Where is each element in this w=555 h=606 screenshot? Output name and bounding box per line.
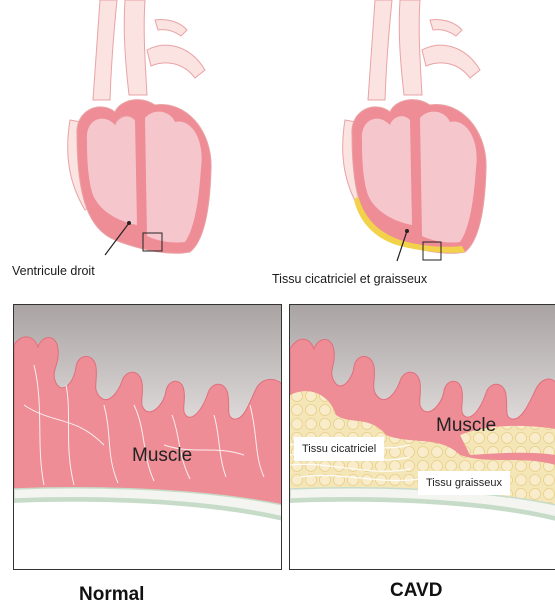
- ventricle-pointer: [95, 215, 175, 265]
- fat-tissue-label: Tissu graisseux: [418, 471, 510, 495]
- scar-pointer: [385, 225, 465, 275]
- normal-title: Normal: [79, 584, 144, 606]
- scar-fat-tissue-label: Tissu cicatriciel et graisseux: [272, 272, 427, 286]
- cavd-heart-illustration: [330, 0, 490, 262]
- normal-muscle-label: Muscle: [132, 445, 192, 467]
- cavd-muscle-label: Muscle: [436, 415, 496, 437]
- normal-tissue-panel: Muscle: [13, 304, 282, 570]
- scar-tissue-label: Tissu cicatriciel: [294, 437, 384, 461]
- cavd-tissue-panel: Muscle Tissu cicatriciel Tissu graisseux: [289, 304, 555, 570]
- normal-tissue-illustration: [14, 305, 282, 570]
- right-ventricle-label: Ventricule droit: [12, 264, 95, 278]
- cavd-title: CAVD: [390, 580, 442, 602]
